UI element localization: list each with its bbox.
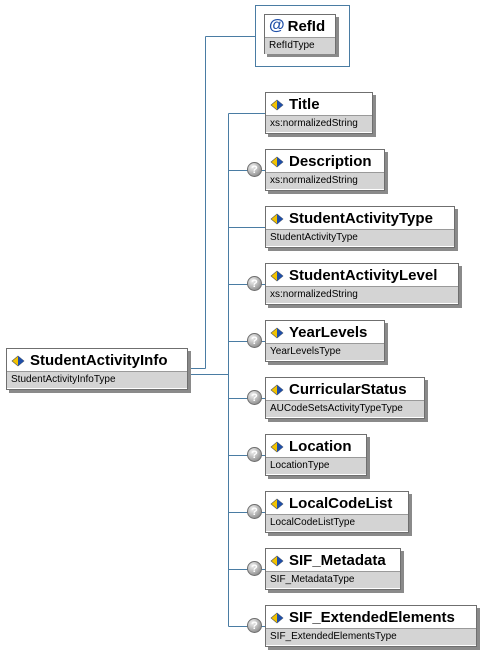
element-name: SIF_ExtendedElements [289,608,455,626]
element-name-row: LocalCodeList [266,492,408,514]
attribute-node-refid[interactable]: @ RefId RefIdType [264,14,336,54]
element-name: LocalCodeList [289,494,393,512]
element-diamond-icon [270,611,284,624]
element-node-description[interactable]: Description xs:normalizedString [265,149,385,191]
element-type: xs:normalizedString [266,115,372,132]
element-type: LocationType [266,457,366,474]
element-name-row: StudentActivityType [266,207,454,229]
root-node[interactable]: StudentActivityInfo StudentActivityInfoT… [6,348,188,390]
element-name: StudentActivityType [289,209,433,227]
optional-question-icon: ? [247,333,262,348]
optional-question-icon: ? [247,618,262,633]
element-type: LocalCodeListType [266,514,408,531]
element-diamond-icon [270,497,284,510]
optional-question-icon: ? [247,390,262,405]
element-name-row: SIF_Metadata [266,549,400,571]
element-type: AUCodeSetsActivityTypeType [266,400,424,417]
element-name: CurricularStatus [289,380,407,398]
element-type: YearLevelsType [266,343,384,360]
element-diamond-icon [270,326,284,339]
element-type: SIF_ExtendedElementsType [266,628,476,645]
element-name-row: CurricularStatus [266,378,424,400]
element-name-row: YearLevels [266,321,384,343]
element-name-row: SIF_ExtendedElements [266,606,476,628]
at-sign-icon: @ [269,17,285,34]
root-type: StudentActivityInfoType [7,371,187,388]
element-type: SIF_MetadataType [266,571,400,588]
attribute-name: RefId [287,17,326,35]
element-name: YearLevels [289,323,368,341]
optional-question-icon: ? [247,561,262,576]
element-type: xs:normalizedString [266,286,458,303]
element-node-studentactivitylevel[interactable]: StudentActivityLevel xs:normalizedString [265,263,459,305]
optional-question-icon: ? [247,504,262,519]
element-name: Description [289,152,372,170]
element-diamond-icon [270,212,284,225]
root-name: StudentActivityInfo [30,351,168,369]
optional-question-icon: ? [247,447,262,462]
element-name-row: StudentActivityLevel [266,264,458,286]
element-name: Title [289,95,320,113]
element-name: StudentActivityLevel [289,266,438,284]
root-name-row: StudentActivityInfo [7,349,187,371]
element-diamond-icon [270,383,284,396]
element-diamond-icon [11,354,25,367]
optional-question-icon: ? [247,276,262,291]
element-diamond-icon [270,554,284,567]
attribute-type: RefIdType [265,37,335,54]
element-name-row: Title [266,93,372,115]
element-name: Location [289,437,352,455]
element-diamond-icon [270,98,284,111]
element-diamond-icon [270,155,284,168]
element-diamond-icon [270,269,284,282]
attribute-name-row: @ RefId [265,15,335,37]
element-node-title[interactable]: Title xs:normalizedString [265,92,373,134]
element-name-row: Description [266,150,384,172]
element-diamond-icon [270,440,284,453]
element-name-row: Location [266,435,366,457]
element-type: xs:normalizedString [266,172,384,189]
attribute-frame: @ RefId RefIdType [255,5,350,67]
element-type: StudentActivityType [266,229,454,246]
element-name: SIF_Metadata [289,551,386,569]
optional-question-icon: ? [247,162,262,177]
